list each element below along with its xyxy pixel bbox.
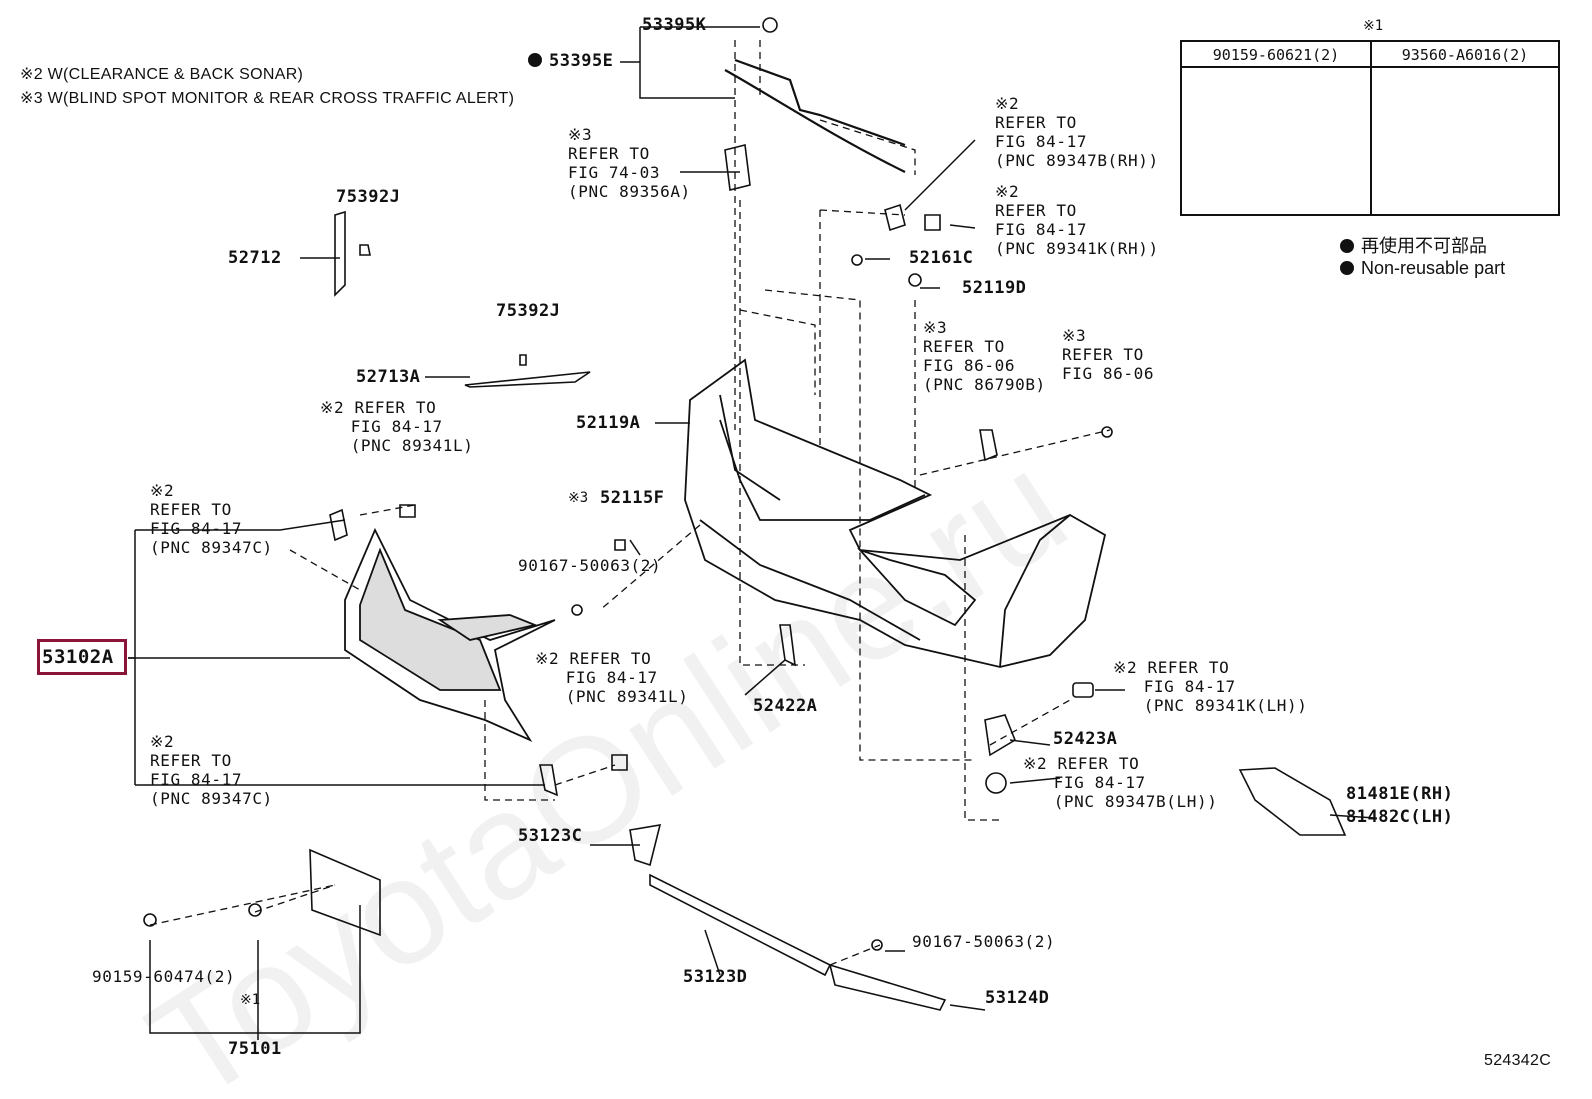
part-90159-60474[interactable]: 90159-60474(2) bbox=[92, 967, 236, 986]
part-81481E[interactable]: 81481E(RH) bbox=[1346, 784, 1454, 804]
legend-jp: 再使用不可部品 bbox=[1340, 232, 1487, 258]
note-blind-spot: ※3 W(BLIND SPOT MONITOR & REAR CROSS TRA… bbox=[20, 90, 515, 107]
note-sonar: ※2 W(CLEARANCE & BACK SONAR) bbox=[20, 66, 304, 83]
part-53395E-text: 53395E bbox=[549, 51, 614, 71]
part-52119D[interactable]: 52119D bbox=[962, 278, 1027, 298]
figure-id: 524342C bbox=[1484, 1052, 1552, 1069]
legend-en-text: Non-reusable part bbox=[1361, 258, 1506, 278]
part-52423A[interactable]: 52423A bbox=[1053, 729, 1118, 749]
ref-89341K-RH[interactable]: ※2 REFER TO FIG 84-17 (PNC 89341K(RH)) bbox=[995, 182, 1159, 258]
ref-89347C-top[interactable]: ※2 REFER TO FIG 84-17 (PNC 89347C) bbox=[150, 481, 273, 557]
ref-89341K-LH[interactable]: ※2 REFER TO FIG 84-17 (PNC 89341K(LH)) bbox=[1113, 658, 1308, 715]
part-53123C[interactable]: 53123C bbox=[518, 826, 583, 846]
legend-jp-text: 再使用不可部品 bbox=[1361, 236, 1487, 256]
part-52115F[interactable]: 52115F bbox=[600, 488, 665, 508]
ref-fig-86-06[interactable]: ※3 REFER TO FIG 86-06 bbox=[1062, 326, 1155, 383]
part-81482C[interactable]: 81482C(LH) bbox=[1346, 807, 1454, 827]
part-52119A[interactable]: 52119A bbox=[576, 413, 641, 433]
ref-89341L-mid[interactable]: ※2 REFER TO FIG 84-17 (PNC 89341L) bbox=[535, 649, 689, 706]
legend-en: Non-reusable part bbox=[1340, 258, 1505, 279]
ref-89341L-top[interactable]: ※2 REFER TO FIG 84-17 (PNC 89341L) bbox=[320, 398, 474, 455]
inset-divider bbox=[1370, 42, 1372, 214]
highlight-box bbox=[37, 639, 127, 675]
leader-lines bbox=[128, 26, 1376, 1040]
ref-86790B[interactable]: ※3 REFER TO FIG 86-06 (PNC 86790B) bbox=[923, 318, 1046, 394]
non-reusable-dot-icon bbox=[1340, 261, 1354, 275]
bumper-cover-outline bbox=[684, 358, 1107, 668]
part-52712[interactable]: 52712 bbox=[228, 248, 282, 268]
inset-col1-header: 90159-60621(2) bbox=[1182, 42, 1372, 68]
grille bbox=[344, 527, 556, 743]
non-reusable-dot-icon bbox=[1340, 239, 1354, 253]
part-52713A[interactable]: 52713A bbox=[356, 367, 421, 387]
mark-52115F: ※3 bbox=[568, 490, 589, 506]
inset-fasteners: 90159-60621(2) 93560-A6016(2) bbox=[1180, 40, 1560, 216]
part-90167-50063-upper[interactable]: 90167-50063(2) bbox=[518, 556, 662, 575]
ref-fig-74-03[interactable]: ※3 REFER TO FIG 74-03 (PNC 89356A) bbox=[568, 125, 691, 201]
upper-molding bbox=[724, 58, 906, 173]
part-75392J-lower[interactable]: 75392J bbox=[496, 301, 561, 321]
part-90167-50063-lower[interactable]: 90167-50063(2) bbox=[912, 932, 1056, 951]
non-reusable-dot-icon bbox=[528, 53, 542, 67]
part-52422A[interactable]: 52422A bbox=[753, 696, 818, 716]
part-53124D[interactable]: 53124D bbox=[985, 988, 1050, 1008]
inset-col2-header: 93560-A6016(2) bbox=[1372, 42, 1558, 68]
ref-89347B-RH[interactable]: ※2 REFER TO FIG 84-17 (PNC 89347B(RH)) bbox=[995, 94, 1159, 170]
part-52161C[interactable]: 52161C bbox=[909, 248, 974, 268]
mark-75101: ※1 bbox=[240, 992, 261, 1008]
part-53102A[interactable]: 53102A bbox=[42, 646, 114, 668]
part-53395K[interactable]: 53395K bbox=[642, 15, 707, 35]
part-75101[interactable]: 75101 bbox=[228, 1039, 282, 1059]
part-53395E[interactable]: 53395E bbox=[528, 52, 613, 70]
part-53123D[interactable]: 53123D bbox=[683, 967, 748, 987]
part-75392J-upper[interactable]: 75392J bbox=[336, 187, 401, 207]
ref-89347C-bottom[interactable]: ※2 REFER TO FIG 84-17 (PNC 89347C) bbox=[150, 732, 273, 808]
ref-89347B-LH[interactable]: ※2 REFER TO FIG 84-17 (PNC 89347B(LH)) bbox=[1023, 754, 1218, 811]
small-parts bbox=[143, 17, 1347, 1011]
inset-mark: ※1 bbox=[1363, 18, 1384, 34]
